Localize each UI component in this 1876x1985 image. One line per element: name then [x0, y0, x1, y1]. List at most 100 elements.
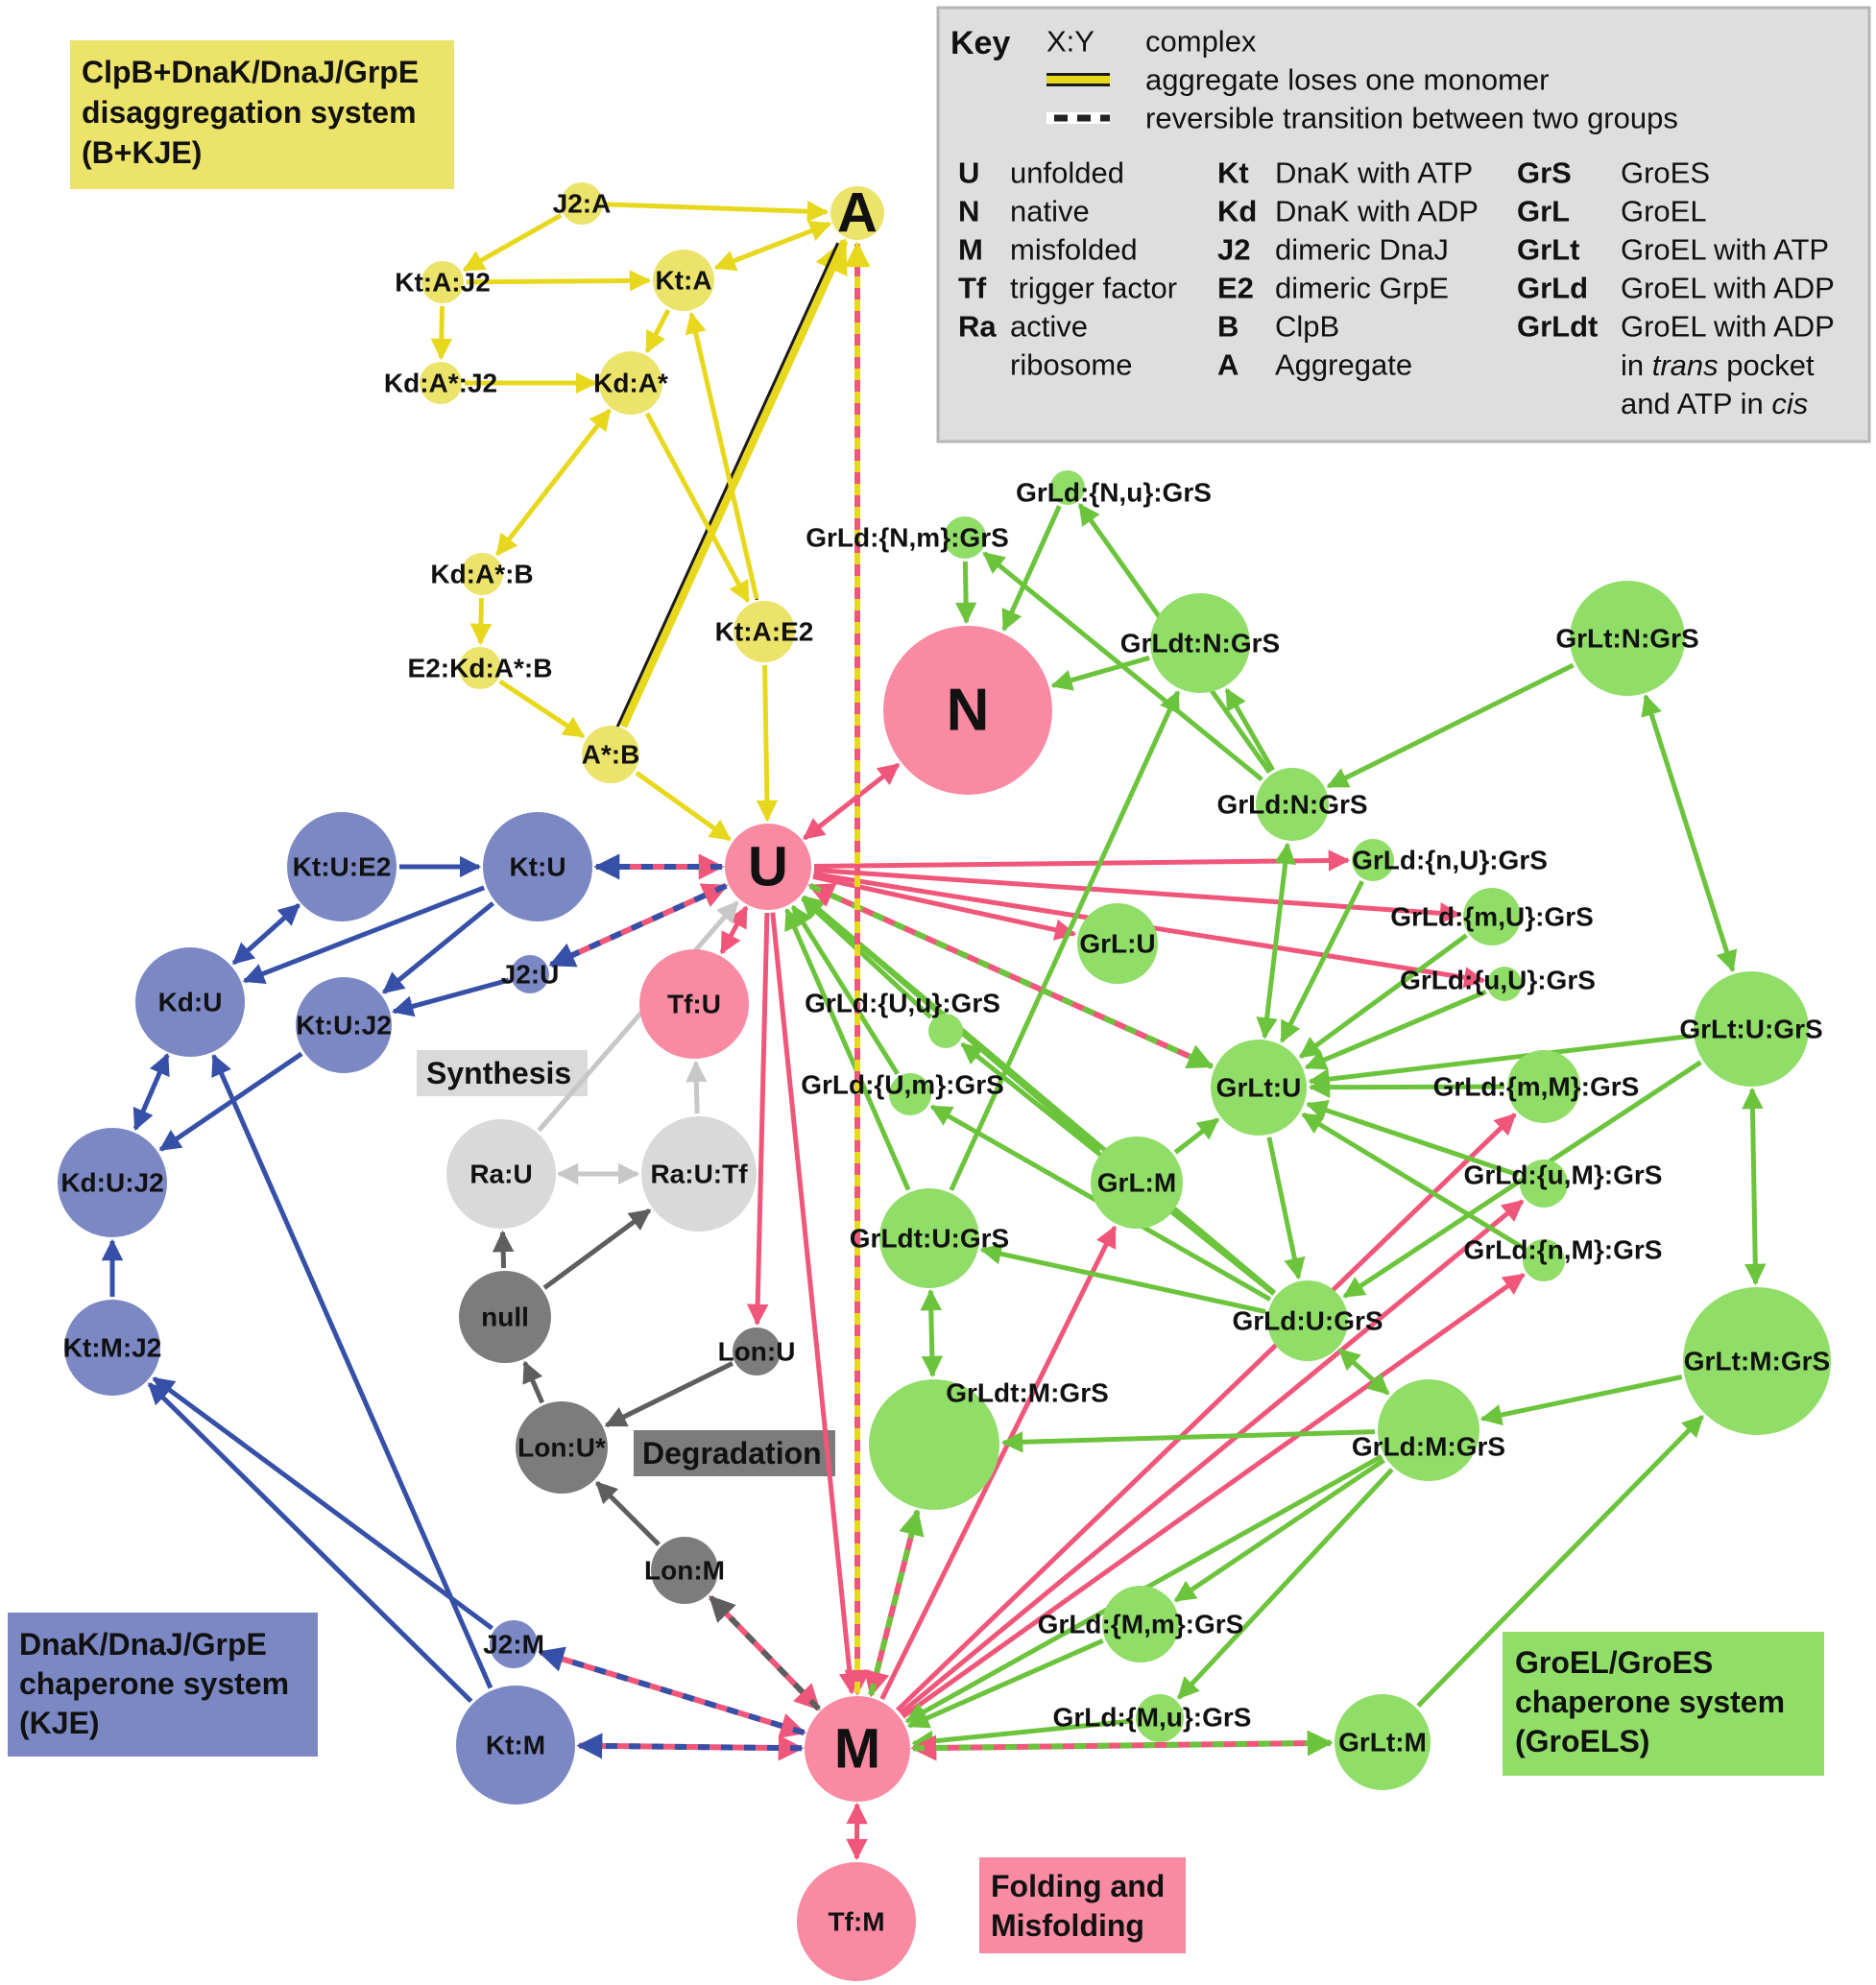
- node-label: GrLt:M:GrS: [1684, 1347, 1830, 1376]
- node-circle: [490, 1620, 538, 1668]
- edge-KdAsB-E2KdAsB: [469, 597, 493, 646]
- edge-U-LonU: [746, 912, 770, 1327]
- edge-LonM-LonUs: [595, 1481, 661, 1546]
- key-desc: GroEL with ADP: [1621, 272, 1835, 305]
- svg-text:(KJE): (KJE): [19, 1706, 100, 1740]
- edge-reversible-U-J2U: [548, 883, 729, 968]
- key-abbr: Ra: [958, 310, 997, 344]
- key-desc: GroEL: [1621, 195, 1707, 228]
- key-abbr: GrLt: [1517, 233, 1579, 267]
- node-label: GrLdt:M:GrS: [946, 1378, 1109, 1408]
- edge-KdU-KdUJ2: [132, 1053, 170, 1132]
- edge-GrLtUGrS-GrLtMGrS: [1742, 1087, 1767, 1286]
- svg-text:Folding and: Folding and: [991, 1869, 1165, 1903]
- node-label: M: [834, 1718, 880, 1781]
- svg-text:ClpB+DnaK/DnaJ/GrpE: ClpB+DnaK/DnaJ/GrpE: [82, 55, 419, 89]
- svg-text:(B+KJE): (B+KJE): [82, 135, 202, 170]
- edge-KtM-KdU: [211, 1053, 493, 1689]
- node-label: GrL:U: [1079, 929, 1155, 959]
- node-circle: [1352, 839, 1394, 881]
- node-circle: [561, 182, 603, 225]
- node-KtA: Kt:A: [653, 250, 714, 311]
- node-circle: [797, 1862, 916, 1981]
- node-circle: [1211, 1040, 1307, 1136]
- node-circle: [1102, 1586, 1179, 1662]
- node-N: N: [883, 626, 1052, 795]
- node-label: GrLd:M:GrS: [1352, 1432, 1505, 1462]
- edge-J2U-KtUJ2: [391, 977, 510, 1017]
- node-label: GrLt:U: [1216, 1073, 1302, 1103]
- edge-U-N: [803, 762, 901, 841]
- edge-GrLM-GrLtU: [1173, 1117, 1220, 1155]
- edge-RaUTf-TfU: [685, 1060, 708, 1114]
- node-circle: [461, 553, 503, 595]
- synthesis-label-box: Synthesis: [417, 1050, 588, 1096]
- key-title: Key: [950, 25, 1010, 61]
- svg-text:(GroELS): (GroELS): [1515, 1724, 1649, 1758]
- node-circle: [928, 1014, 963, 1048]
- node-circle: [1256, 768, 1329, 841]
- node-KtM: Kt:M: [456, 1686, 575, 1805]
- node-label: Lon:U: [718, 1337, 796, 1367]
- edge-M-GrLduMGrS: [899, 1199, 1525, 1716]
- node-label: Kt:U:E2: [293, 852, 392, 882]
- folding-misfolding-box: Folding and Misfolding: [979, 1857, 1186, 1953]
- svg-text:chaperone system: chaperone system: [19, 1666, 289, 1701]
- key-abbr: GrL: [1517, 195, 1570, 228]
- node-label: J2:M: [483, 1630, 544, 1660]
- node-label: Ra:U:Tf: [650, 1160, 748, 1189]
- node-label: GrLt:M: [1338, 1728, 1427, 1758]
- node-circle: [582, 726, 639, 783]
- node-label: GrLdt:U:GrS: [850, 1224, 1009, 1254]
- node-circle: [296, 977, 392, 1073]
- edge-reversible-M-KtM: [576, 1733, 805, 1761]
- node-GrLdtMGrS: GrLdt:M:GrS: [869, 1378, 1109, 1510]
- key-abbr: Tf: [958, 272, 987, 305]
- node-circle: [1050, 470, 1085, 505]
- node-circle: [64, 1300, 160, 1396]
- node-AsB: A*:B: [582, 726, 640, 783]
- node-circle: [651, 1537, 718, 1604]
- node-circle: [516, 1401, 608, 1494]
- edges-layer: [101, 200, 1767, 1861]
- edge-GrLdtUGrS-U: [784, 907, 911, 1191]
- node-J2M: J2:M: [483, 1620, 544, 1668]
- node-label: J2:A: [553, 189, 612, 219]
- edge-GrLdMGrS-GrLdMmGrS: [1173, 1458, 1385, 1603]
- node-J2U: J2:U: [501, 955, 559, 993]
- node-circle: [1523, 1239, 1565, 1281]
- edge-reversible-M-GrLdtMGrS: [864, 1509, 925, 1698]
- node-label: Kd:U:J2: [60, 1168, 163, 1198]
- edge-LonUs-null: [522, 1360, 544, 1404]
- node-label: Kt:U: [509, 852, 565, 882]
- node-circle: [459, 647, 501, 689]
- node-label: Kd:U: [158, 988, 223, 1017]
- node-KtAJ2: Kt:A:J2: [395, 261, 491, 303]
- node-label: null: [481, 1303, 529, 1332]
- edge-GrLtMGrS-GrLdMGrS: [1479, 1375, 1683, 1426]
- node-label: A*:B: [582, 740, 640, 770]
- node-GrLdNGrS: GrLd:N:GrS: [1216, 768, 1368, 841]
- node-LonU: Lon:U: [718, 1327, 796, 1375]
- key-abbr: Kd: [1217, 195, 1257, 228]
- edge-KtA-KdAs: [644, 308, 671, 354]
- node-GrLdMGrS: GrLd:M:GrS: [1352, 1379, 1505, 1481]
- edge-GrLdNmGrS-N: [954, 561, 977, 625]
- edge-A-KtA: [713, 221, 832, 272]
- node-circle: [889, 1073, 931, 1115]
- edge-GrLdUGrS-GrLdtUGrS: [979, 1243, 1266, 1314]
- key-abbr: Kt: [1217, 156, 1249, 190]
- node-circle: [58, 1128, 167, 1237]
- key-aggregate-text: aggregate loses one monomer: [1145, 63, 1549, 97]
- node-circle: [725, 824, 811, 910]
- node-circle: [446, 1119, 556, 1229]
- node-circle: [1487, 967, 1522, 1001]
- node-circle: [1507, 1050, 1580, 1123]
- edge-GrLduUGrS-GrLtU: [1304, 989, 1487, 1070]
- edge-E2KdAsB-AsB: [498, 679, 586, 739]
- node-label: Kt:M:J2: [63, 1333, 162, 1363]
- node-KtMJ2: Kt:M:J2: [63, 1300, 162, 1396]
- edge-LonU-LonUs: [604, 1361, 734, 1428]
- node-label: Kd:A*:J2: [384, 369, 497, 398]
